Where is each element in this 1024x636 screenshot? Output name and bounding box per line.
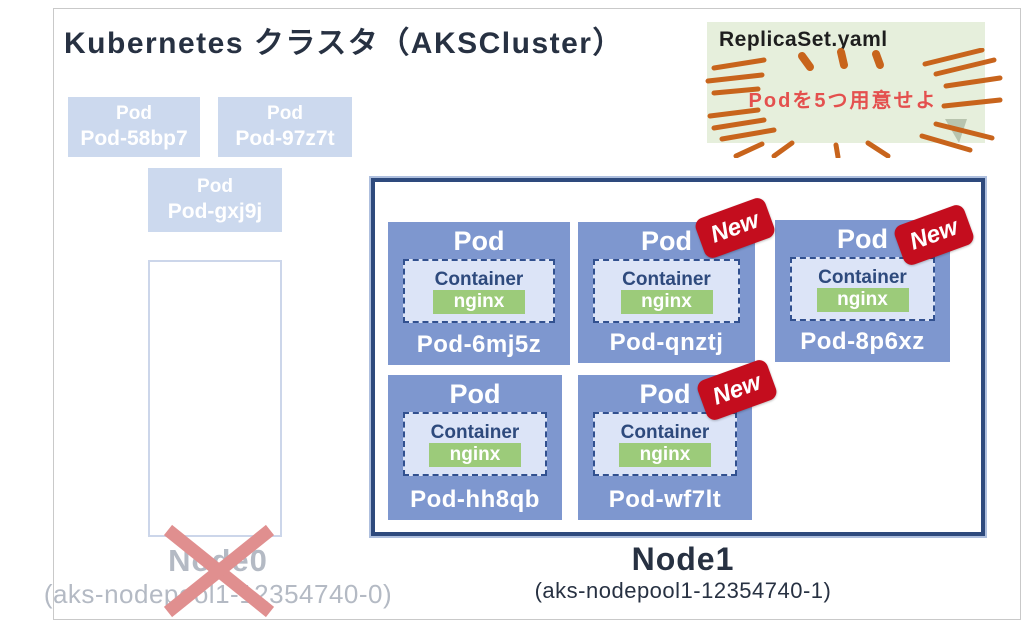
pod-name: Pod-97z7t — [235, 127, 335, 150]
container-box: Container nginx — [593, 412, 737, 476]
nginx-image-chip: nginx — [816, 287, 909, 312]
pod-type-label: Pod — [449, 379, 501, 409]
nginx-image-chip: nginx — [619, 442, 711, 467]
pod-type-label: Pod — [453, 226, 505, 256]
pod-card: Pod Container nginx Pod-8p6xz — [775, 220, 950, 362]
node1-name: Node1 — [631, 541, 735, 577]
container-box: Container nginx — [403, 412, 547, 476]
pod-name: Pod-wf7lt — [608, 486, 722, 513]
terminated-pod: Pod Pod-gxj9j — [148, 168, 282, 232]
pod-type-label: Pod — [837, 224, 888, 254]
replicaset-note: ReplicaSet.yaml Podを5つ用意せよ — [707, 22, 985, 143]
container-label: Container — [818, 266, 907, 288]
pod-type-label: Pod — [116, 103, 152, 124]
node0-box — [148, 260, 282, 537]
note-fold-icon — [945, 119, 967, 143]
replicaset-message: Podを5つ用意せよ — [748, 90, 938, 112]
nginx-image-chip: nginx — [429, 442, 521, 467]
nginx-image-chip: nginx — [620, 289, 713, 314]
replicaset-filename: ReplicaSet.yaml — [719, 28, 888, 51]
container-box: Container nginx — [403, 259, 555, 323]
pod-type-label: Pod — [267, 103, 303, 124]
container-box: Container nginx — [593, 259, 740, 323]
pod-type-label: Pod — [197, 176, 233, 197]
container-label: Container — [620, 421, 710, 443]
pod-name: Pod-6mj5z — [416, 331, 542, 358]
pod-type-label: Pod — [641, 226, 692, 256]
node1-hostname: (aks-nodepool1-12354740-1) — [534, 578, 832, 603]
container-box: Container nginx — [790, 257, 935, 321]
node0-hostname: (aks-nodepool1-12354740-0) — [43, 579, 393, 609]
pod-card: Pod Container nginx Pod-hh8qb — [388, 375, 562, 520]
nginx-image-chip: nginx — [433, 289, 525, 314]
container-label: Container — [434, 268, 524, 290]
pod-name: Pod-gxj9j — [167, 200, 263, 223]
pod-card: Pod Container nginx Pod-6mj5z — [388, 222, 570, 365]
pod-name: Pod-hh8qb — [410, 486, 540, 513]
pod-name: Pod-qnztj — [609, 329, 724, 356]
node1-label: Node1 (aks-nodepool1-12354740-1) — [483, 541, 883, 604]
pod-name: Pod-58bp7 — [80, 127, 188, 150]
terminated-pod: Pod Pod-58bp7 — [68, 97, 200, 157]
pod-type-label: Pod — [639, 379, 691, 409]
container-label: Container — [622, 268, 711, 290]
container-label: Container — [430, 421, 520, 443]
terminated-pod: Pod Pod-97z7t — [218, 97, 352, 157]
cluster-title: Kubernetes クラスタ（AKSCluster） — [64, 27, 624, 60]
pod-name: Pod-8p6xz — [800, 328, 925, 355]
deleted-cross-icon — [163, 524, 275, 618]
